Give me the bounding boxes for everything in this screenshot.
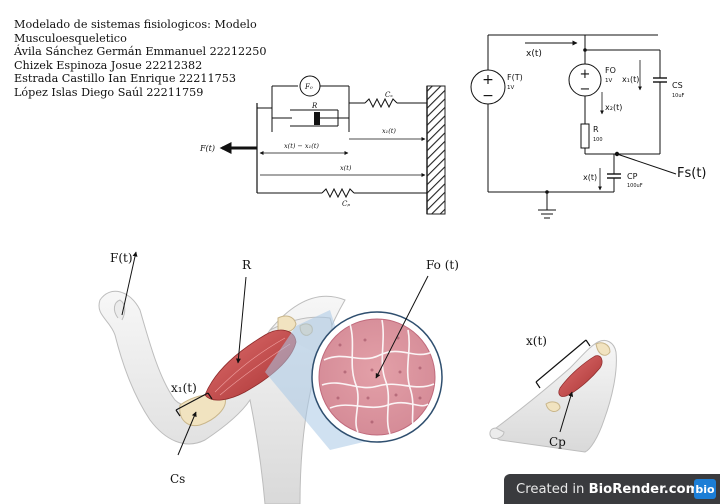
arm-cs-label: Cs <box>170 472 185 486</box>
x-bracket <box>535 339 587 383</box>
resistor-r <box>580 123 590 149</box>
spring-cs <box>364 97 398 109</box>
small-arm-illustration: x(t) Cp <box>489 334 617 453</box>
ft-label: F(T) <box>507 73 523 82</box>
cp-value: 100uF <box>627 183 643 189</box>
x-label: x(t) <box>340 164 352 172</box>
cs-label: Cₛ <box>385 91 393 99</box>
resistor-label: R <box>311 102 318 110</box>
author-3: Estrada Castillo Ian Enrique 22211753 <box>14 72 236 86</box>
r-value: 100 <box>593 137 603 143</box>
watermark-prefix: Created in <box>516 481 589 497</box>
voltage-source-ft <box>470 69 506 105</box>
mechanical-diagram: F(t) F₀ R Cₛ x₁(t) x(t) − x₁(t) x(t) <box>199 75 446 215</box>
svg-text:−: − <box>580 82 591 97</box>
biorender-logo-icon: bio <box>694 479 716 499</box>
author-2: Chizek Espinoza Josue 22212382 <box>14 58 203 72</box>
svg-text:+: + <box>580 67 591 82</box>
small-cp-label: Cp <box>549 435 566 449</box>
dashpot-piston <box>314 112 320 125</box>
x2-label: x₂(t) <box>605 103 622 112</box>
fo-value: 1V <box>605 78 612 84</box>
small-x-label: x(t) <box>526 334 547 348</box>
title-line-1: Modelado de sistemas fisiologicos: Model… <box>14 18 257 31</box>
x1-circuit-label: x₁(t) <box>622 75 639 84</box>
circuit-diagram: x(t) + − F(T) 1V + − FO 1V x₁(t) CS 10uF… <box>470 34 707 219</box>
r-pointer <box>235 276 247 364</box>
arm-x1-label: x₁(t) <box>171 381 197 395</box>
cs-value: 10uF <box>672 93 685 99</box>
arm-r-label: R <box>242 258 252 272</box>
fo-label: FO <box>605 66 616 75</box>
force-arrow-arm <box>121 251 138 316</box>
header-text-block: Modelado de sistemas fisiologicos: Model… <box>14 18 267 100</box>
arm-fo-label: Fo (t) <box>426 258 459 272</box>
title-line-2: Musculoesqueletico <box>14 31 127 45</box>
force-label: F(t) <box>199 144 215 153</box>
ft-value: 1V <box>507 85 514 91</box>
wall-hatch <box>426 85 446 215</box>
cp-circuit-label: CP <box>627 172 638 181</box>
source-label: F₀ <box>304 83 313 91</box>
x-bottom-label: x(t) <box>583 173 597 182</box>
r-circuit-label: R <box>593 125 599 134</box>
x1-label: x₁(t) <box>382 127 396 135</box>
svg-text:+: + <box>482 72 494 88</box>
author-1: Ávila Sánchez Germán Emmanuel 22212250 <box>14 45 267 59</box>
fo-pointer <box>375 275 429 379</box>
watermark-brand: BioRender.com <box>588 481 700 497</box>
cs-circuit-label: CS <box>672 81 683 90</box>
author-4: López Islas Diego Saúl 22211759 <box>14 85 204 99</box>
cp-label: Cₚ <box>342 200 350 208</box>
watermark-text: Created in BioRender.com <box>516 482 699 497</box>
cs-pointer <box>177 411 197 456</box>
arm-illustration: F(t) R Fo (t) x₁(t) Cs <box>98 251 459 504</box>
spring-cp <box>321 187 355 199</box>
fs-label: Fs(t) <box>677 166 707 181</box>
biorender-watermark[interactable]: Created in BioRender.com bio <box>504 474 720 504</box>
x-top-label: x(t) <box>526 49 542 59</box>
x1-bracket <box>175 392 209 411</box>
small-muscle <box>558 355 603 397</box>
svg-text:−: − <box>482 88 494 104</box>
diff-label: x(t) − x₁(t) <box>284 142 319 150</box>
arm-f-label: F(t) <box>110 251 133 265</box>
cp-pointer <box>559 391 574 433</box>
